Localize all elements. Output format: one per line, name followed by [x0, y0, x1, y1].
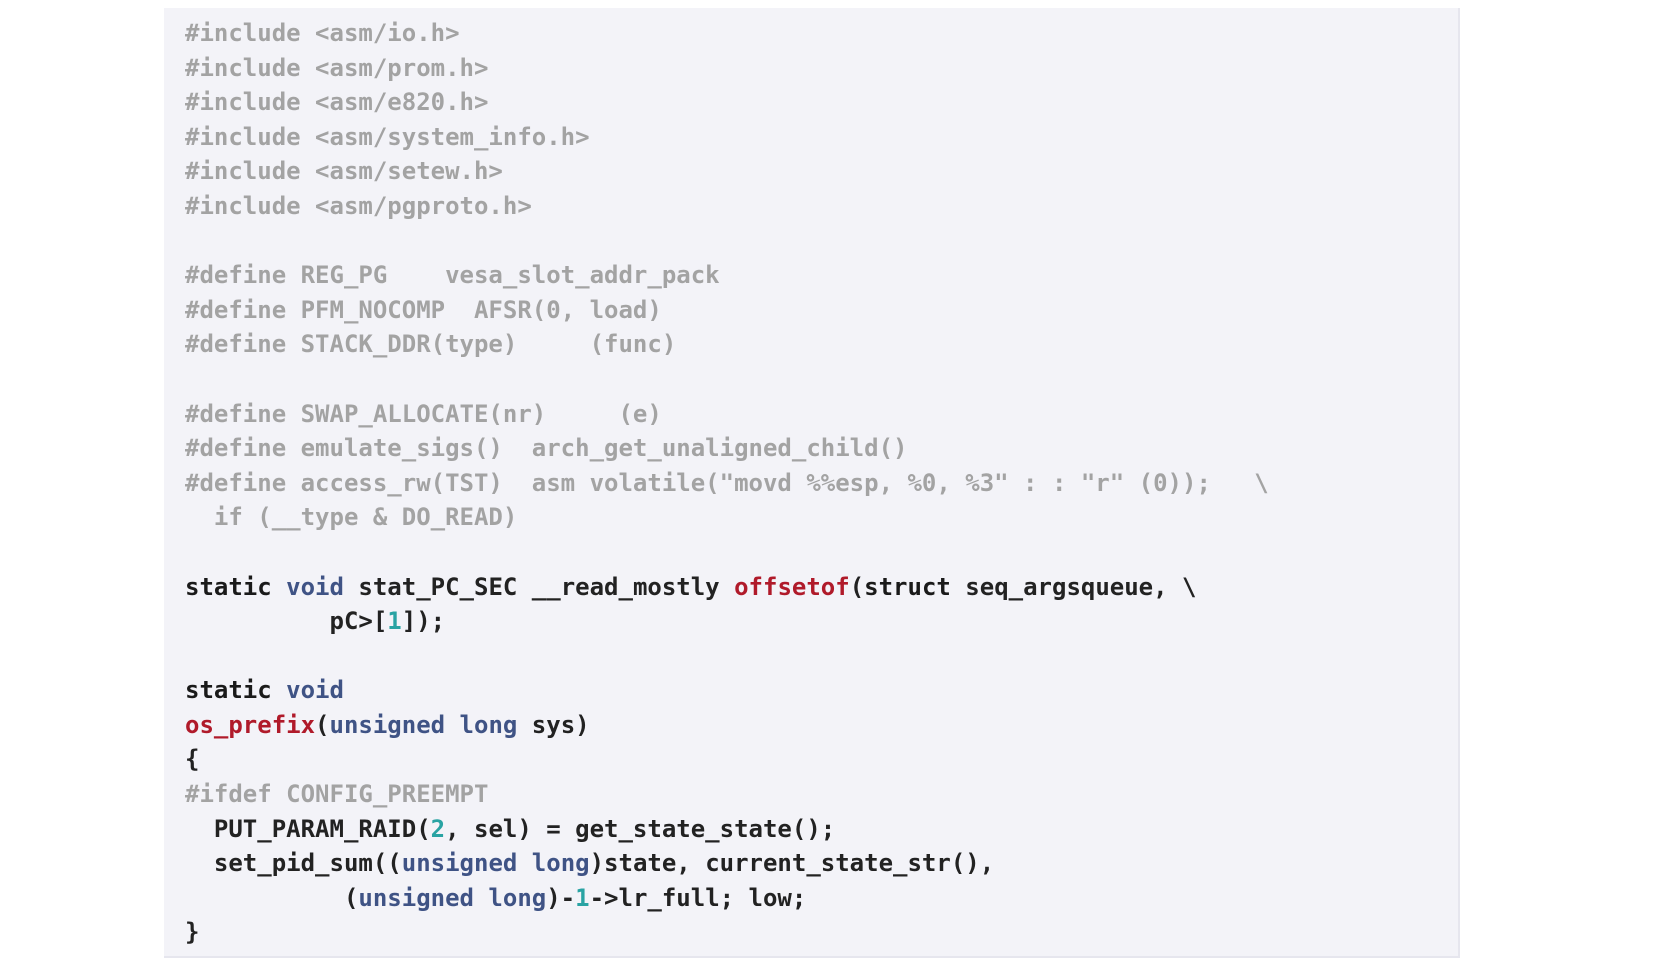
- code-token: )state, current_state_str(),: [589, 849, 995, 878]
- preprocessor-token: #define emulate_sigs() arch_get_unaligne…: [185, 434, 908, 463]
- code-token: (: [849, 572, 865, 601]
- preprocessor-token: #include <asm/pgproto.h>: [185, 191, 532, 220]
- code-token: pC>[: [185, 607, 388, 636]
- code-line: [185, 224, 1269, 259]
- code-token: sys): [517, 710, 590, 739]
- code-line: (unsigned long)-1->lr_full; low;: [185, 881, 1269, 916]
- code-token: [272, 676, 286, 704]
- code-line: if (__type & DO_READ): [185, 500, 1269, 535]
- code-viewer[interactable]: #include <asm/io.h> #include <asm/prom.h>…: [164, 8, 1460, 958]
- type-token: unsigned long: [329, 710, 518, 739]
- code-token: (: [185, 883, 359, 912]
- code-token: (: [315, 710, 330, 739]
- function-name-token: os_prefix: [185, 710, 316, 739]
- preprocessor-token: #define SWAP_ALLOCATE(nr) (e): [185, 399, 662, 428]
- code-line: }: [185, 915, 1269, 950]
- code-line: [185, 535, 1269, 570]
- code-line: #include <asm/setew.h>: [185, 154, 1269, 189]
- preprocessor-token: #include <asm/setew.h>: [185, 157, 503, 186]
- code-token: stat_PC_SEC __read_mostly: [343, 572, 735, 601]
- code-line: #define REG_PG vesa_slot_addr_pack: [185, 258, 1269, 293]
- code-token: PUT_PARAM_RAID(: [185, 814, 431, 843]
- type-token: unsigned long: [358, 883, 547, 912]
- code-line: #define STACK_DDR(type) (func): [185, 327, 1269, 362]
- code-token: [272, 573, 286, 601]
- code-line: {: [185, 742, 1269, 777]
- code-line: #include <asm/pgproto.h>: [185, 189, 1269, 224]
- code-token: {: [185, 745, 200, 774]
- code-token: )-: [546, 883, 576, 912]
- preprocessor-token: #include <asm/io.h>: [185, 19, 460, 47]
- code-line: pC>[1]);: [185, 604, 1269, 639]
- preprocessor-token: #include <asm/system_info.h>: [185, 122, 590, 151]
- code-token: , sel) = get_state_state();: [445, 814, 836, 843]
- code-token: }: [185, 918, 200, 947]
- type-token: unsigned long: [401, 849, 590, 878]
- type-token: void: [286, 572, 344, 601]
- preprocessor-token: #include <asm/e820.h>: [185, 88, 489, 117]
- keyword-token: static: [185, 572, 272, 601]
- code-line: set_pid_sum((unsigned long)state, curren…: [185, 846, 1269, 881]
- code-line: #define PFM_NOCOMP AFSR(0, load): [185, 293, 1269, 328]
- keyword-token: struct: [864, 572, 951, 601]
- number-token: 2: [430, 814, 446, 843]
- code-block: #include <asm/io.h> #include <asm/prom.h>…: [185, 16, 1269, 950]
- code-line: [185, 362, 1269, 397]
- code-line: #define SWAP_ALLOCATE(nr) (e): [185, 397, 1269, 432]
- preprocessor-token: if (__type & DO_READ): [185, 503, 518, 532]
- preprocessor-token: #ifdef CONFIG_PREEMPT: [185, 780, 489, 809]
- code-line: #define access_rw(TST) asm volatile("mov…: [185, 466, 1269, 501]
- code-line: PUT_PARAM_RAID(2, sel) = get_state_state…: [185, 812, 1269, 847]
- code-line: [185, 639, 1269, 674]
- code-token: set_pid_sum((: [185, 849, 402, 878]
- code-line: #define emulate_sigs() arch_get_unaligne…: [185, 431, 1269, 466]
- code-line: #include <asm/prom.h>: [185, 51, 1269, 86]
- keyword-token: static: [185, 676, 272, 705]
- code-token: ]);: [401, 607, 446, 636]
- code-line: #include <asm/system_info.h>: [185, 120, 1269, 155]
- number-token: 1: [387, 607, 402, 636]
- code-line: static void: [185, 673, 1269, 708]
- type-token: void: [286, 676, 344, 705]
- function-name-token: offsetof: [734, 572, 850, 601]
- code-line: #include <asm/e820.h>: [185, 85, 1269, 120]
- code-line: #ifdef CONFIG_PREEMPT: [185, 777, 1269, 812]
- preprocessor-token: #define REG_PG vesa_slot_addr_pack: [185, 261, 720, 290]
- preprocessor-token: #define PFM_NOCOMP AFSR(0, load): [185, 295, 662, 324]
- code-line: #include <asm/io.h>: [185, 16, 1269, 51]
- code-line: static void stat_PC_SEC __read_mostly of…: [185, 570, 1269, 605]
- number-token: 1: [575, 883, 590, 912]
- code-token: seq_argsqueue, \: [950, 572, 1197, 601]
- preprocessor-token: #define STACK_DDR(type) (func): [185, 330, 677, 359]
- code-token: ->lr_full; low;: [589, 883, 807, 912]
- preprocessor-token: #define access_rw(TST) asm volatile("mov…: [185, 468, 1269, 497]
- preprocessor-token: #include <asm/prom.h>: [185, 53, 489, 82]
- code-line: os_prefix(unsigned long sys): [185, 708, 1269, 743]
